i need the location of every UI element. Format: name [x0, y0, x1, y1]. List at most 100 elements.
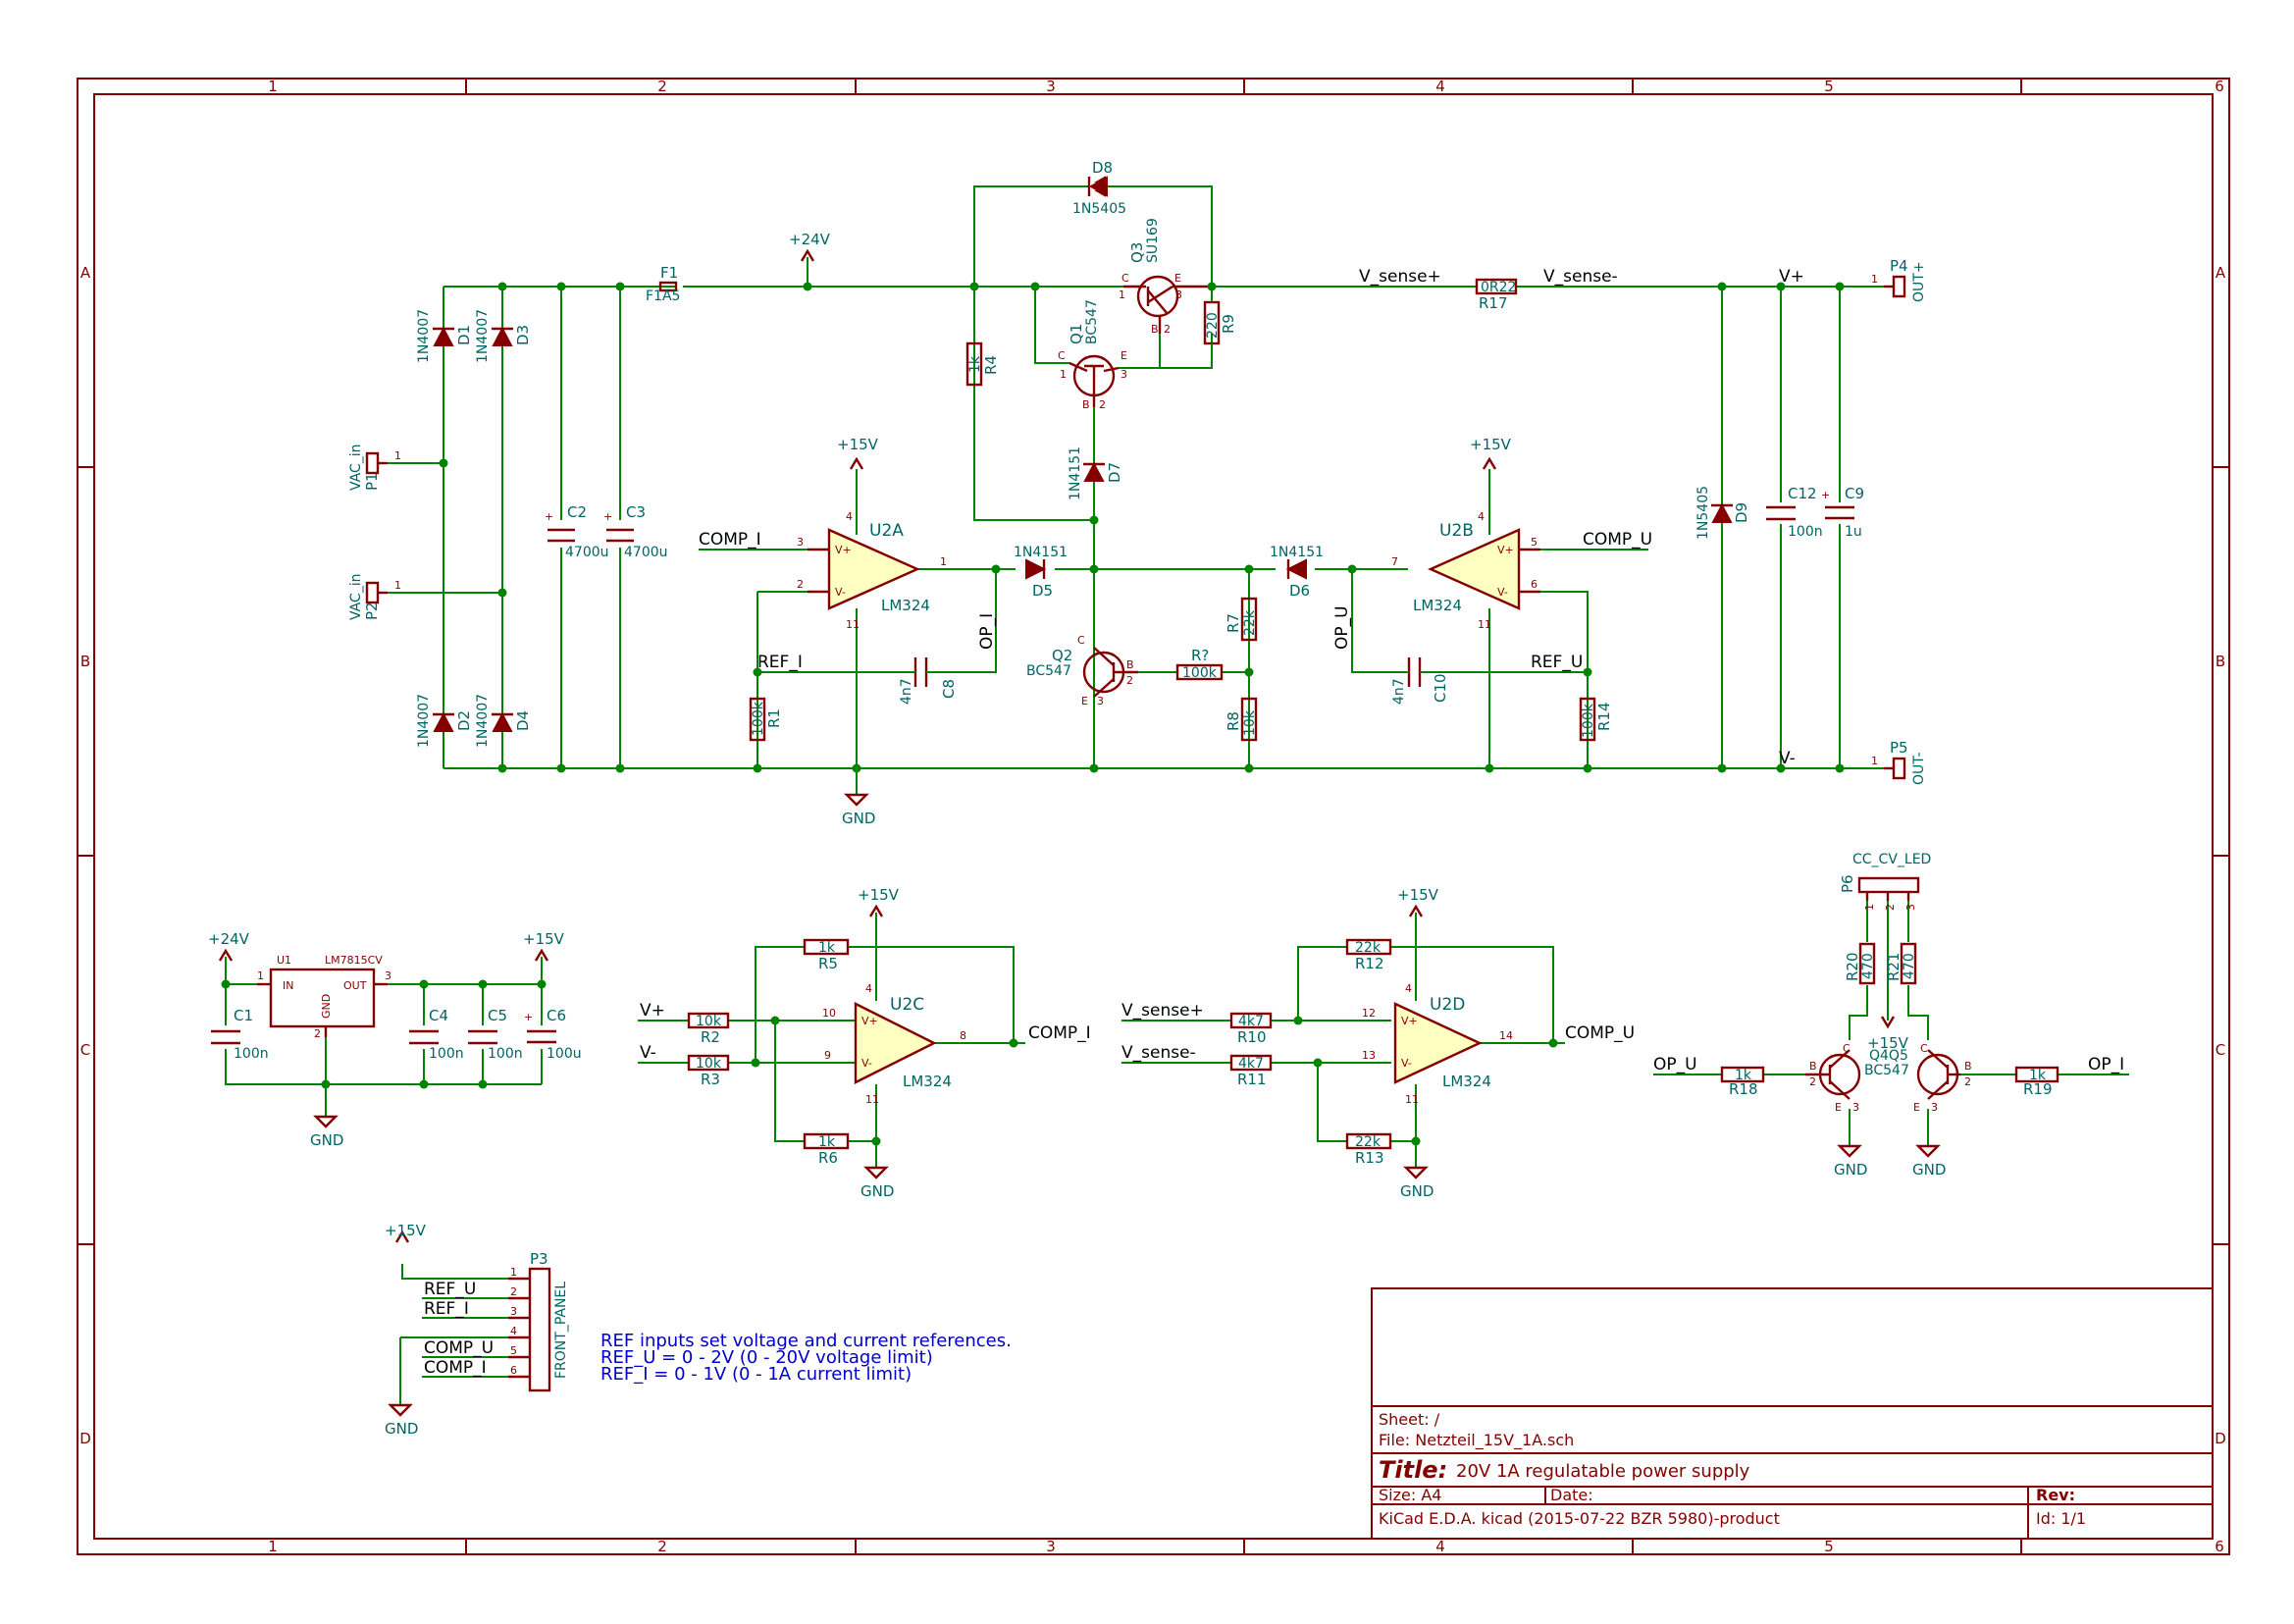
fuse-f1[interactable]: F1 F1A5: [646, 264, 680, 304]
transistor-q2[interactable]: C B 2 E 3 Q2 BC547: [1026, 634, 1138, 707]
capacitor-c12[interactable]: C12 100n: [1766, 485, 1823, 540]
p1-ref: P1: [363, 472, 381, 491]
svg-text:V_sense+: V_sense+: [1121, 1001, 1204, 1021]
diode-d7[interactable]: 1N4151 D7: [1068, 446, 1123, 500]
diode-d1[interactable]: 1N4007 D1: [416, 309, 473, 363]
svg-text:U2A: U2A: [869, 521, 904, 541]
opamp-u2b[interactable]: V+ V- 5 6 7 4 11 U2B LM324: [1391, 510, 1540, 631]
svg-text:GND: GND: [842, 810, 875, 827]
transistor-q4[interactable]: B 2 C E 3: [1805, 1042, 1861, 1114]
opamp-u2a[interactable]: V+ V- 3 2 1 4 11 U2A LM324: [797, 510, 947, 631]
connector-p1[interactable]: 1 VAC_in P1: [348, 444, 401, 491]
diode-d6[interactable]: 1N4151 D6: [1270, 545, 1324, 600]
resistor-r19[interactable]: 1k R19: [2014, 1066, 2059, 1098]
svg-text:1N4151: 1N4151: [1068, 446, 1083, 500]
file-label: File: Netzteil_15V_1A.sch: [1379, 1431, 1574, 1450]
svg-text:C10: C10: [1432, 673, 1449, 703]
capacitor-c1[interactable]: C1 100n: [211, 1007, 269, 1062]
svg-text:1: 1: [394, 579, 401, 592]
opamp-u2d[interactable]: V+ V- 12 13 14 4 11 U2D LM324: [1362, 982, 1513, 1106]
resistor-rq2[interactable]: 100k R?: [1175, 647, 1224, 681]
svg-text:C: C: [1843, 1042, 1851, 1055]
capacitor-c3[interactable]: + C3 4700u: [603, 503, 668, 560]
svg-text:12: 12: [1362, 1007, 1376, 1020]
svg-text:R9: R9: [1220, 314, 1237, 334]
diode-d2[interactable]: 1N4007 D2: [416, 694, 473, 748]
svg-text:4: 4: [1478, 510, 1485, 523]
svg-text:CC_CV_LED: CC_CV_LED: [1852, 852, 1931, 867]
wires-u2d: [1121, 913, 1565, 1168]
capacitor-c4[interactable]: C4 100n: [409, 1007, 464, 1062]
resistor-r12[interactable]: 22k R12: [1345, 938, 1392, 972]
resistor-r5[interactable]: 1k R5: [803, 938, 850, 972]
transistor-q5[interactable]: B 2 C E 3: [1913, 1042, 1972, 1114]
regulator-u1[interactable]: IN OUT GND 1 3 2 U1 LM7815CV: [257, 954, 391, 1040]
row-label: A: [80, 264, 91, 282]
resistor-r13[interactable]: 22k R13: [1345, 1132, 1392, 1167]
svg-text:11: 11: [1478, 618, 1491, 631]
wires-u2c: [638, 913, 1025, 1168]
svg-text:R7: R7: [1225, 613, 1242, 633]
resistor-r20[interactable]: 470 R20: [1844, 942, 1876, 985]
diode-d9[interactable]: 1N5405 D9: [1695, 486, 1750, 540]
resistor-r21[interactable]: 470 R21: [1885, 942, 1917, 985]
capacitor-c5[interactable]: C5 100n: [468, 1007, 523, 1062]
resistor-r6[interactable]: 1k R6: [803, 1132, 850, 1167]
resistor-r10[interactable]: 4k7 R10: [1229, 1012, 1273, 1046]
resistor-r11[interactable]: 4k7 R11: [1229, 1054, 1273, 1088]
capacitor-c2[interactable]: + C2 4700u: [545, 503, 609, 560]
svg-text:5: 5: [510, 1344, 517, 1357]
col-label: 4: [1435, 1538, 1445, 1555]
svg-text:C3: C3: [626, 503, 646, 521]
svg-text:3: 3: [1175, 288, 1182, 301]
connector-p2[interactable]: 1 VAC_in P2: [348, 573, 401, 620]
note-line: REF_U = 0 - 2V (0 - 20V voltage limit): [600, 1347, 933, 1368]
col-label: 3: [1046, 1538, 1056, 1555]
svg-text:+15V: +15V: [837, 436, 879, 453]
capacitor-c8[interactable]: 4n7 C8: [893, 657, 958, 705]
connector-p5[interactable]: 1 P5 OUT-: [1871, 739, 1927, 785]
capacitor-c9[interactable]: + C9 1u: [1821, 485, 1864, 540]
connector-p6[interactable]: 1 2 3 CC_CV_LED P6: [1839, 852, 1931, 911]
resistor-r9[interactable]: 220 R9: [1203, 287, 1237, 368]
svg-text:3: 3: [1931, 1101, 1938, 1114]
resistor-r18[interactable]: 1k R18: [1720, 1066, 1765, 1098]
resistor-r3[interactable]: 10k R3: [687, 1054, 730, 1088]
net-v-sense-plus: V_sense+: [1359, 267, 1441, 287]
row-label: B: [2216, 653, 2225, 670]
resistor-r14[interactable]: 100k R14: [1579, 697, 1613, 742]
diode-d8[interactable]: D8 1N5405: [1072, 159, 1126, 217]
svg-text:P3: P3: [530, 1250, 548, 1268]
svg-text:4k7: 4k7: [1238, 1014, 1264, 1029]
note-text: REF inputs set voltage and current refer…: [600, 1331, 1012, 1385]
connector-p4[interactable]: 1 P4 OUT+: [1871, 257, 1927, 302]
diode-d3[interactable]: 1N4007 D3: [475, 309, 532, 363]
diode-d4[interactable]: 1N4007 D4: [475, 694, 532, 748]
capacitor-c6[interactable]: + C6 100u: [524, 1007, 582, 1062]
svg-text:220: 220: [1205, 312, 1221, 339]
transistor-q1[interactable]: C E 1 3 B 2 Q1 BC547: [1058, 299, 1127, 411]
resistor-r17[interactable]: 0R22 R17: [1475, 278, 1518, 312]
resistor-r4[interactable]: 1k R4: [965, 341, 1000, 387]
svg-text:R5: R5: [818, 955, 838, 972]
resistor-r2[interactable]: 10k R2: [687, 1012, 730, 1046]
connector-p3[interactable]: 1 2 3 4 5 6 P3 FRONT_PANEL: [508, 1250, 569, 1392]
svg-text:2: 2: [1964, 1075, 1971, 1088]
transistor-q3[interactable]: C E 1 3 B 2 Q3 SU169: [1119, 218, 1212, 336]
row-label: A: [2216, 264, 2226, 282]
resistor-r8[interactable]: 10k R8: [1225, 697, 1258, 742]
resistor-r1[interactable]: 100k R1: [749, 697, 783, 742]
svg-text:C1: C1: [234, 1007, 253, 1024]
resistor-r7[interactable]: 22k R7: [1225, 597, 1258, 642]
capacitor-c10[interactable]: 4n7 C10: [1388, 657, 1449, 705]
svg-text:OUT: OUT: [343, 979, 367, 992]
svg-text:470: 470: [1860, 953, 1876, 979]
svg-text:D8: D8: [1092, 159, 1113, 177]
junctions-u2d: [1293, 1016, 1558, 1146]
junctions-u2c: [751, 1016, 1018, 1146]
opamp-u2c[interactable]: V+ V- 10 9 8 4 11 U2C LM324: [822, 982, 966, 1106]
sheet-label: Sheet: /: [1379, 1410, 1440, 1429]
svg-text:+15V: +15V: [1470, 436, 1512, 453]
diode-d5[interactable]: 1N4151 D5: [1014, 545, 1068, 600]
col-label: 3: [1046, 78, 1056, 95]
